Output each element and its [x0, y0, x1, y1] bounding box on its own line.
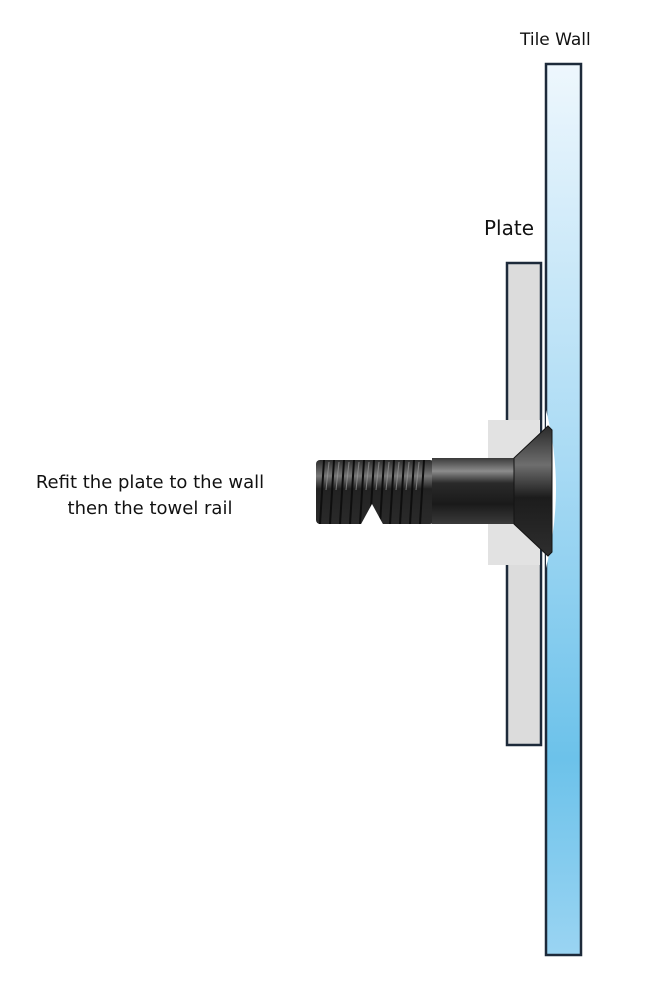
instruction-text: Refit the plate to the wall then the tow… [20, 470, 280, 522]
tile-wall-label: Tile Wall [520, 30, 591, 50]
screw-thread [316, 460, 434, 524]
screw-shaft [432, 458, 516, 524]
countersunk-screw [316, 425, 553, 557]
screw-thread-ridges [319, 459, 425, 525]
screw-notch [360, 504, 384, 526]
instruction-line-1: Refit the plate to the wall [35, 472, 265, 493]
instruction-line-2: then the towel rail [67, 498, 233, 519]
plate-label: Plate [484, 216, 535, 240]
screw-head [513, 425, 553, 557]
